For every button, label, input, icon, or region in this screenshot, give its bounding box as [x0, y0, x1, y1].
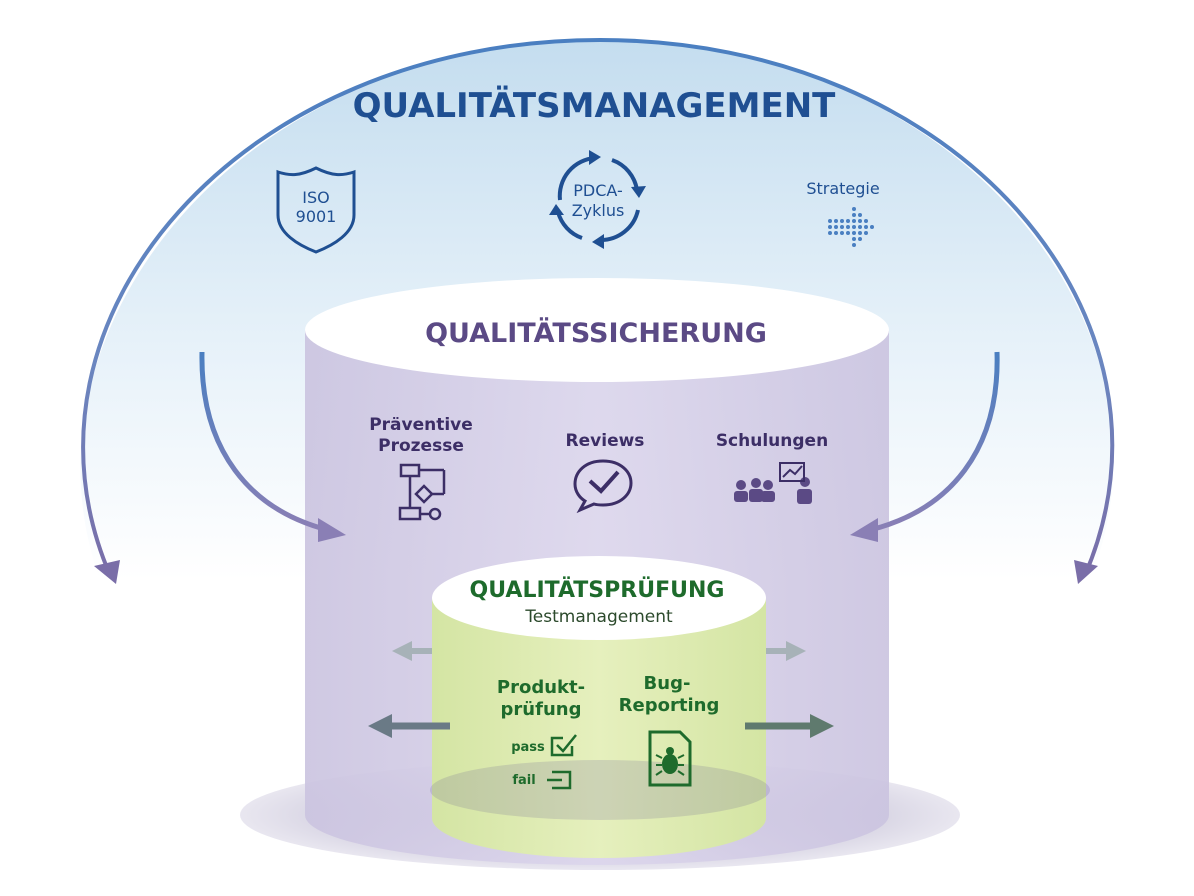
cycle-arrowheads: [549, 150, 646, 249]
assurance-arrow-right: [869, 351, 1000, 533]
chat-check-icon: [573, 459, 633, 514]
pdca-label-line1: PDCA-: [573, 181, 623, 200]
assurance-arrow-left: [199, 351, 329, 533]
preventive-label-line1: Präventive: [369, 415, 473, 435]
management-title: QUALITÄTSMANAGEMENT: [353, 85, 837, 126]
pass-label: pass: [511, 740, 545, 755]
training-people-icon: [734, 477, 812, 504]
arch-arrowhead-right: [1074, 560, 1098, 584]
testing-cylinder: [432, 598, 766, 858]
arch-arrowhead-left: [94, 560, 120, 584]
assurance-title: QUALITÄTSSICHERUNG: [425, 317, 767, 349]
strategy-arrow-icon: [828, 207, 874, 247]
pdca-label-line2: Zyklus: [572, 201, 625, 220]
iso-label-line2: 9001: [296, 207, 337, 226]
fail-box-icon: [547, 770, 572, 790]
testing-title: QUALITÄTSPRÜFUNG: [470, 577, 725, 603]
preventive-label-line2: Prozesse: [378, 436, 464, 456]
strategy-label: Strategie: [806, 179, 879, 198]
assurance-arrowhead-right: [850, 518, 878, 542]
bug-reporting-label-line2: Reporting: [619, 695, 720, 716]
assurance-arrowhead-left: [318, 518, 346, 542]
reviews-label: Reviews: [566, 431, 645, 451]
flowchart-icon: [398, 463, 446, 521]
management-arch-outline: [81, 37, 1115, 576]
testing-base-shade: [430, 760, 770, 820]
fail-label: fail: [512, 773, 535, 788]
iso-label-line1: ISO: [302, 188, 329, 207]
assurance-cylinder-top: [305, 278, 889, 382]
product-test-label-line1: Produkt-: [497, 677, 585, 698]
shield-icon: [276, 166, 356, 254]
testing-cylinder-top: [432, 556, 766, 640]
testing-subtitle: Testmanagement: [524, 607, 673, 627]
checkbox-check-icon: [550, 734, 577, 757]
chart-board-icon: [779, 462, 805, 482]
trainings-label: Schulungen: [716, 431, 828, 451]
side-arrows: [368, 641, 834, 738]
bug-reporting-label-line1: Bug-: [644, 673, 691, 694]
product-test-label-line2: prüfung: [501, 699, 582, 720]
bug-document-icon: [648, 730, 692, 787]
